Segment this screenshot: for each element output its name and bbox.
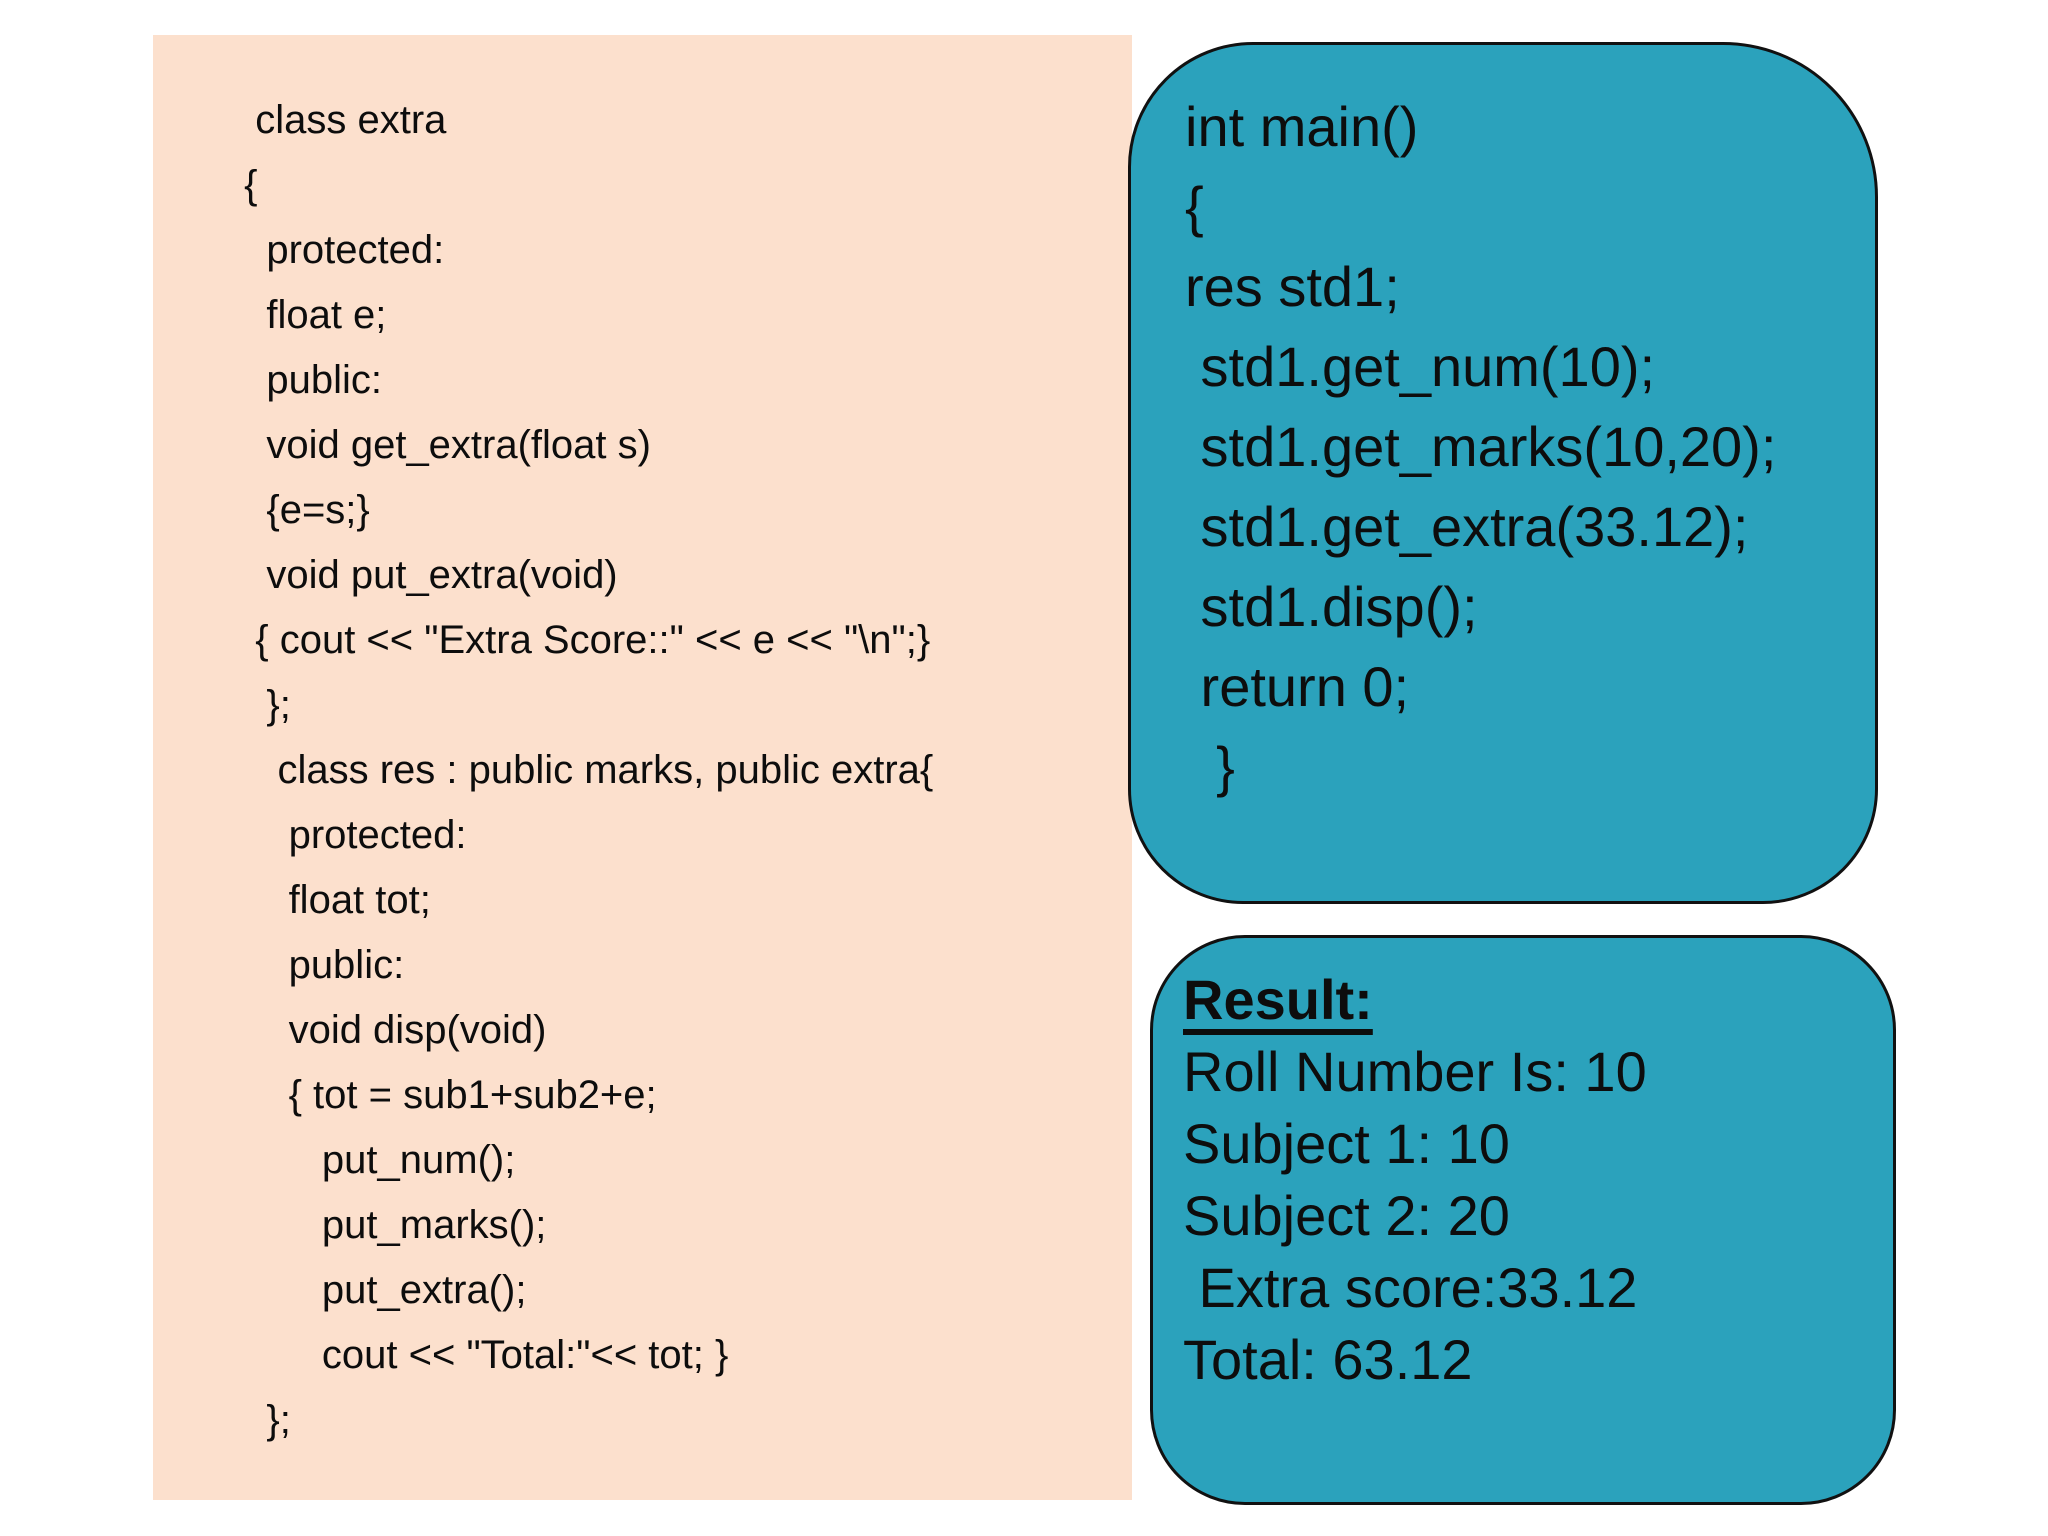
result-output-text: Roll Number Is: 10 Subject 1: 10 Subject… [1183,1040,1647,1391]
main-code-text: int main() { res std1; std1.get_num(10);… [1185,95,1777,798]
result-title: Result: [1183,968,1373,1031]
main-code-panel: int main() { res std1; std1.get_num(10);… [1128,42,1878,904]
class-code-text: class extra { protected: float e; public… [244,98,934,1442]
result-panel: Result: Roll Number Is: 10 Subject 1: 10… [1150,935,1896,1505]
class-code-panel: class extra { protected: float e; public… [153,35,1132,1500]
